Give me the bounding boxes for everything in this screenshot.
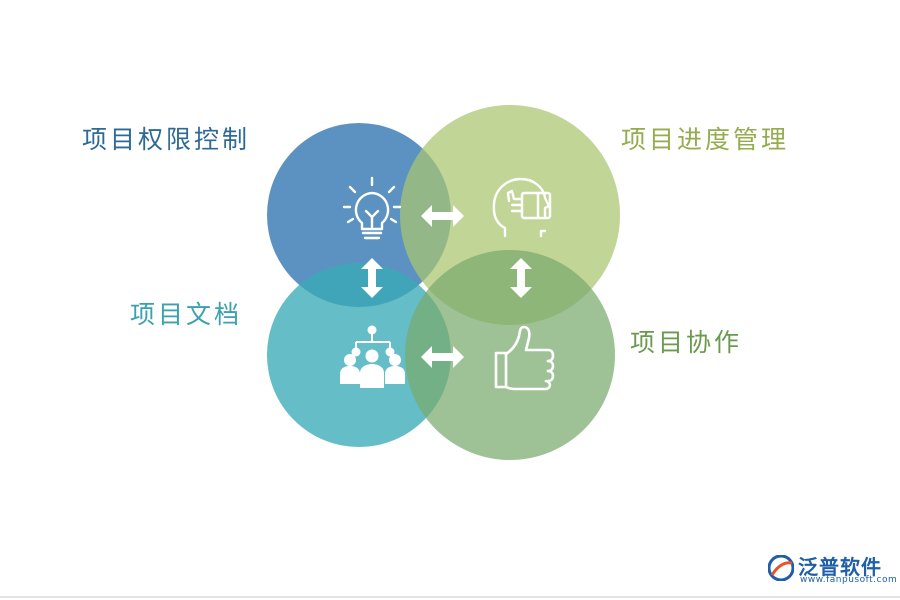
team-network-icon	[340, 325, 405, 388]
circle-collaboration	[405, 250, 615, 460]
double-arrow-icon	[361, 258, 383, 298]
label-project-permission-control: 项目权限控制	[82, 125, 251, 154]
lightbulb-icon	[342, 176, 402, 240]
label-project-collaboration: 项目协作	[630, 328, 743, 357]
brand-name: 泛普软件	[798, 555, 882, 579]
brand-logo: 泛普软件 www.fanpusoft.com	[768, 551, 897, 585]
double-arrow-icon	[421, 205, 464, 227]
double-arrow-icon	[510, 258, 532, 298]
label-project-progress-management: 项目进度管理	[621, 125, 790, 154]
head-thinking-icon	[492, 177, 552, 238]
thumbs-up-icon	[494, 325, 555, 391]
circle-permission-control	[267, 123, 451, 307]
brand-mark-icon	[768, 555, 794, 581]
bottom-divider	[0, 596, 900, 598]
brand-url: www.fanpusoft.com	[800, 575, 898, 585]
double-arrow-icon	[421, 346, 464, 368]
label-project-documents: 项目文档	[130, 300, 243, 329]
